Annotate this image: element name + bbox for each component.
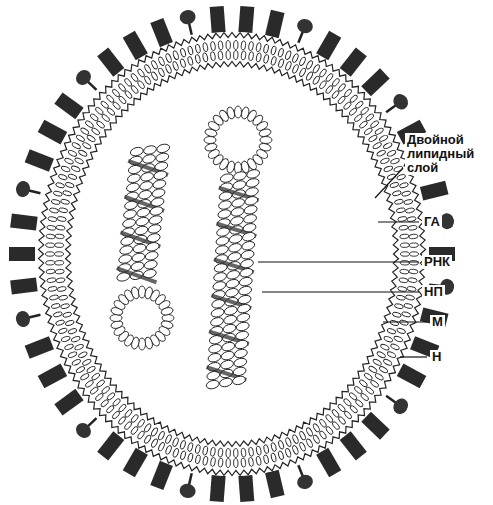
hemagglutinin-spike	[316, 448, 341, 478]
leader-line	[378, 221, 419, 222]
hemagglutinin-spike	[25, 336, 54, 358]
hemagglutinin-spike	[210, 6, 226, 33]
neuraminidase-spike	[14, 180, 42, 202]
hemagglutinin-spike	[340, 431, 367, 460]
rnp-strand-right	[205, 168, 260, 390]
hemagglutinin-spike	[10, 277, 38, 294]
hemagglutinin-spike	[123, 448, 148, 478]
hemagglutinin-spike	[340, 48, 367, 77]
rnp-strand-left	[116, 143, 171, 283]
hemagglutinin-spike	[25, 149, 54, 171]
neuraminidase-spike	[178, 471, 199, 499]
leader-line	[383, 321, 427, 322]
hemagglutinin-spike	[238, 475, 254, 502]
hemagglutinin-spike	[54, 389, 83, 416]
hemagglutinin-spike	[97, 48, 124, 77]
part-label: Н	[430, 350, 443, 364]
leader-line	[262, 291, 419, 292]
leader-line	[375, 168, 403, 198]
layer-label: Двойной липидный слой	[405, 133, 483, 175]
neuraminidase-spike	[14, 307, 42, 329]
hemagglutinin-spike	[38, 364, 68, 389]
hemagglutinin-spike	[361, 412, 389, 440]
lipid-heads-outer	[46, 40, 419, 467]
hemagglutinin-spike	[397, 364, 427, 389]
hemagglutinin-spike	[10, 214, 38, 231]
hemagglutinin-spike	[210, 475, 226, 502]
neuraminidase-spike	[178, 9, 199, 37]
hemagglutinin-spike	[54, 93, 83, 120]
part-label: ГА	[422, 215, 442, 229]
neuraminidase-spike	[381, 389, 411, 417]
hemagglutinin-spike	[150, 461, 173, 490]
hemagglutinin-spike	[361, 68, 389, 96]
hemagglutinin-spike	[420, 181, 449, 201]
neuraminidase-spike	[73, 412, 102, 441]
hemagglutinin-spike	[238, 6, 254, 33]
hemagglutinin-spike	[97, 431, 124, 460]
lipid-tails-outer	[39, 33, 426, 476]
part-label: М	[430, 315, 445, 329]
leader-line	[400, 356, 427, 357]
lipid-heads-inner	[55, 50, 410, 457]
neuraminidase-spike	[381, 91, 411, 119]
hemagglutinin-spike	[265, 10, 285, 38]
neuraminidase-spike	[73, 67, 102, 96]
part-label: НП	[422, 285, 445, 299]
part-label: РНК	[422, 255, 452, 269]
hemagglutinin-spike	[123, 31, 148, 61]
leader-line	[258, 261, 419, 262]
hemagglutinin-spike	[265, 470, 285, 498]
matrix-protein-layer	[66, 62, 399, 447]
hemagglutinin-spike	[9, 247, 35, 261]
hemagglutinin-spike	[38, 120, 68, 145]
neuraminidase-spike	[291, 462, 315, 491]
rnp-loop-right	[204, 106, 272, 174]
neuraminidase-spike	[291, 17, 315, 46]
rnp-loop-left	[110, 286, 174, 350]
hemagglutinin-spike	[150, 18, 173, 47]
hemagglutinin-spike	[316, 31, 341, 61]
spikes	[9, 6, 455, 502]
